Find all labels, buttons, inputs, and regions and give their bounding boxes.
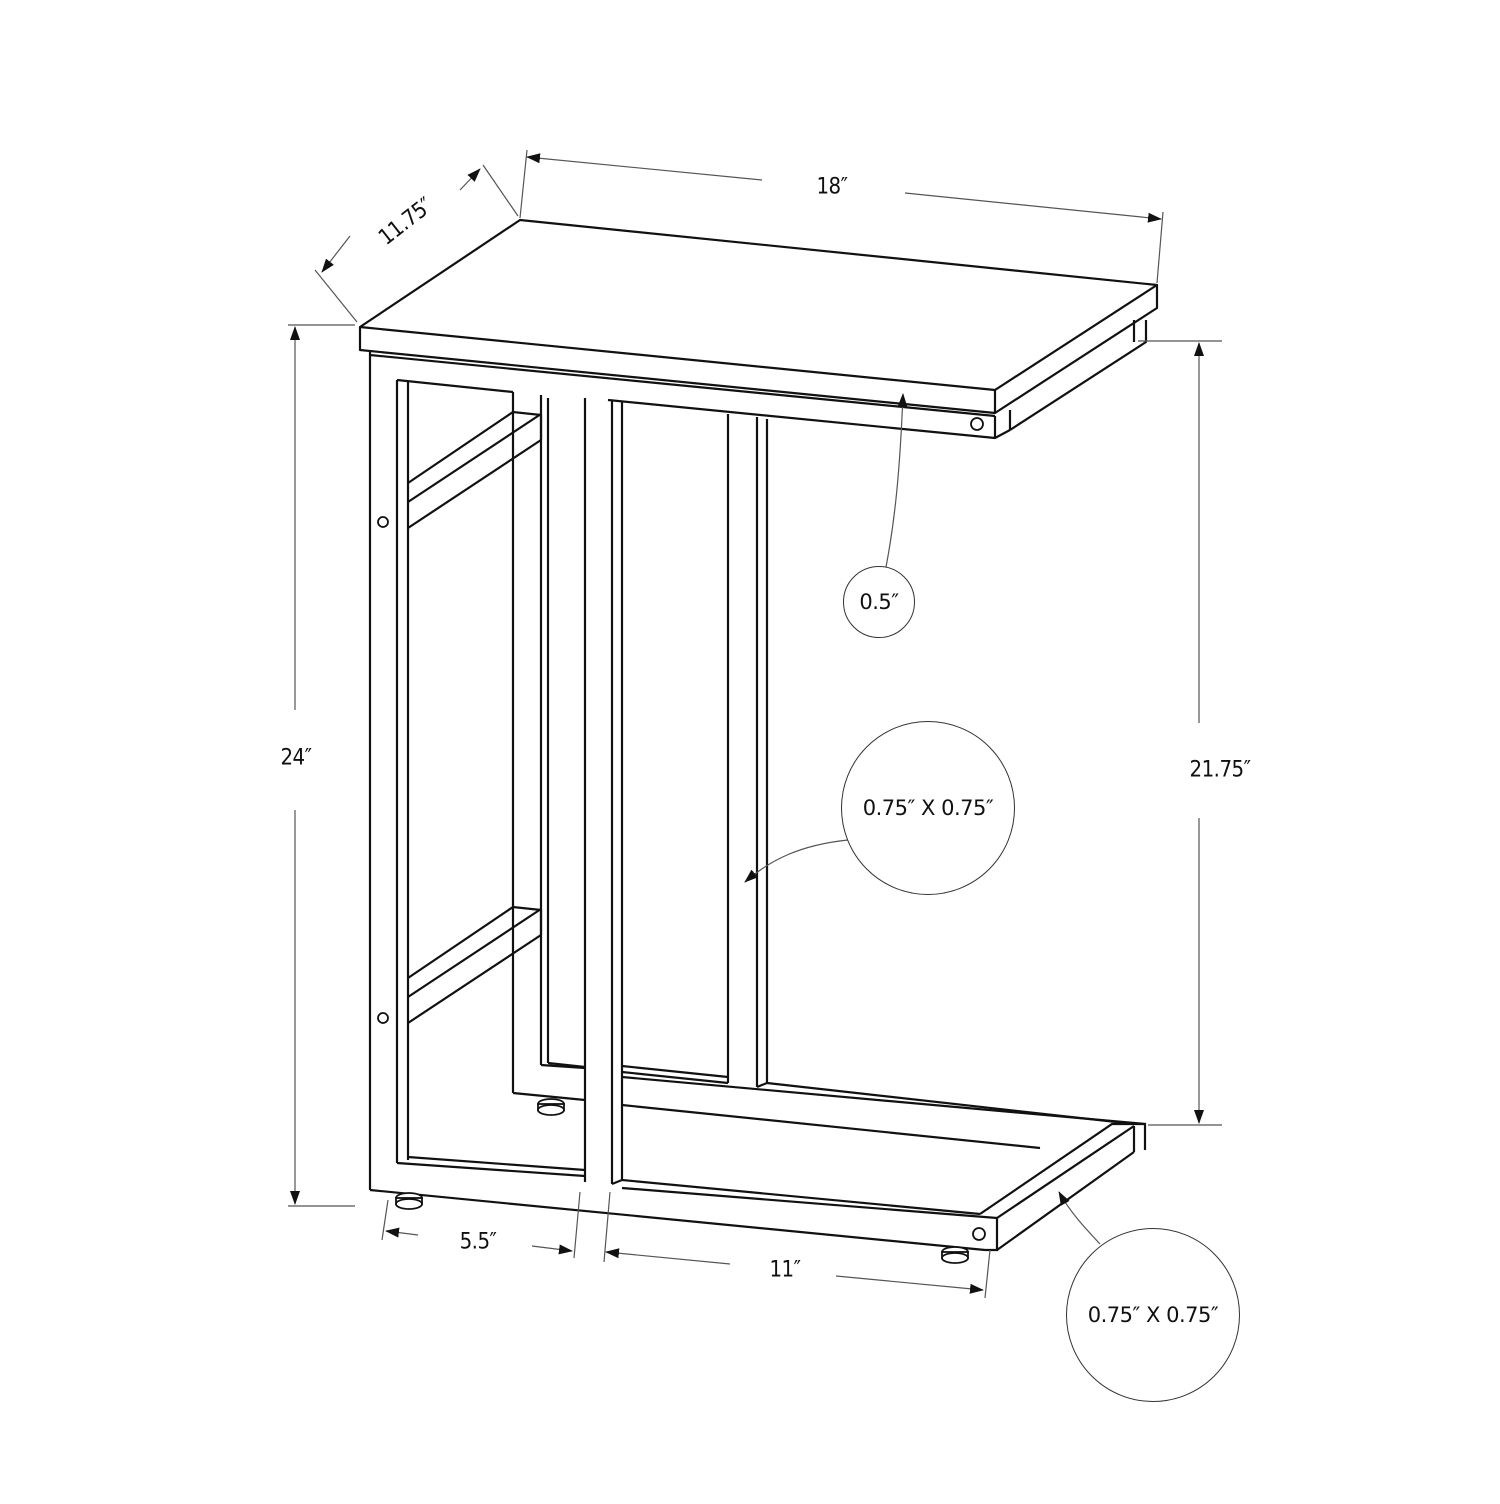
upright-tube-value: 0.75″ X 0.75″ bbox=[862, 796, 994, 820]
upright-tube-callout: 0.75″ X 0.75″ bbox=[841, 721, 1015, 895]
left-side-frame bbox=[369, 378, 986, 1252]
width-dimension-label: 18″ bbox=[816, 174, 848, 200]
base-offset-label: 5.5″ bbox=[459, 1229, 497, 1255]
screw-holes bbox=[377, 417, 986, 1241]
leveling-feet bbox=[395, 1098, 969, 1264]
base-span-label: 11″ bbox=[769, 1257, 801, 1283]
tabletop bbox=[358, 218, 1159, 1190]
base-tube-value: 0.75″ X 0.75″ bbox=[1087, 1303, 1219, 1327]
top-thickness-value: 0.5″ bbox=[859, 590, 899, 614]
base-tube-callout: 0.75″ X 0.75″ bbox=[1066, 1228, 1240, 1402]
center-uprights bbox=[583, 398, 769, 1186]
top-thickness-callout: 0.5″ bbox=[843, 566, 915, 638]
base-frame bbox=[621, 1075, 1147, 1252]
clearance-height-label: 21.75″ bbox=[1189, 757, 1251, 783]
overall-height-label: 24″ bbox=[280, 745, 312, 771]
dimension-lines bbox=[288, 149, 1222, 1299]
